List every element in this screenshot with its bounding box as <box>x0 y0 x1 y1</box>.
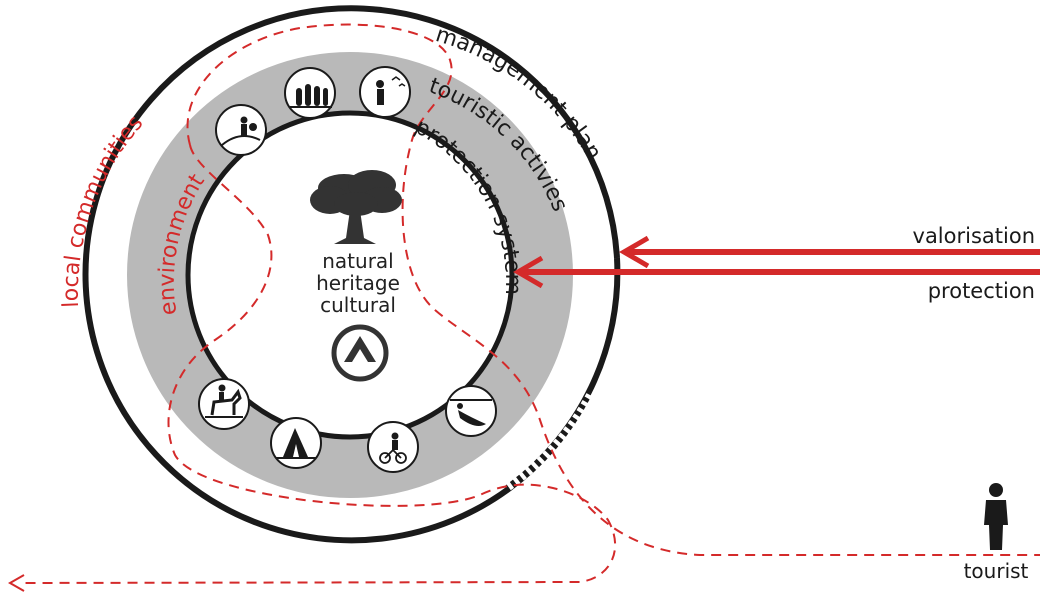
red-path-tourist <box>186 23 1040 556</box>
person-icon <box>984 483 1008 550</box>
red-path-community <box>19 144 617 584</box>
activity-icon-cycling <box>367 421 419 473</box>
activity-icon-horse-riding <box>198 378 250 430</box>
outer-ring <box>82 5 620 544</box>
center-line-3: cultural <box>320 293 396 317</box>
center-line-1: natural <box>322 249 393 273</box>
activity-icon-hiker <box>215 104 267 156</box>
tree-icon <box>310 170 402 244</box>
valorisation-arrow <box>619 235 1040 269</box>
inner-ring <box>185 110 515 440</box>
activity-icon-group <box>284 67 336 119</box>
tourist-label: tourist <box>964 559 1029 583</box>
protection-label: protection <box>928 279 1035 303</box>
activity-icon-fishing <box>445 385 497 437</box>
center-line-2: heritage <box>316 271 400 295</box>
activity-icon-camping <box>270 417 322 469</box>
protection-arrow <box>513 255 1040 289</box>
outer-ring-dotted <box>504 393 594 492</box>
red-dashed-paths <box>19 23 1040 584</box>
red-path-arrowhead <box>7 574 25 592</box>
world-heritage-emblem-icon <box>331 324 389 382</box>
valorisation-label: valorisation <box>913 224 1035 248</box>
activity-icon-birdwatching <box>359 66 411 118</box>
